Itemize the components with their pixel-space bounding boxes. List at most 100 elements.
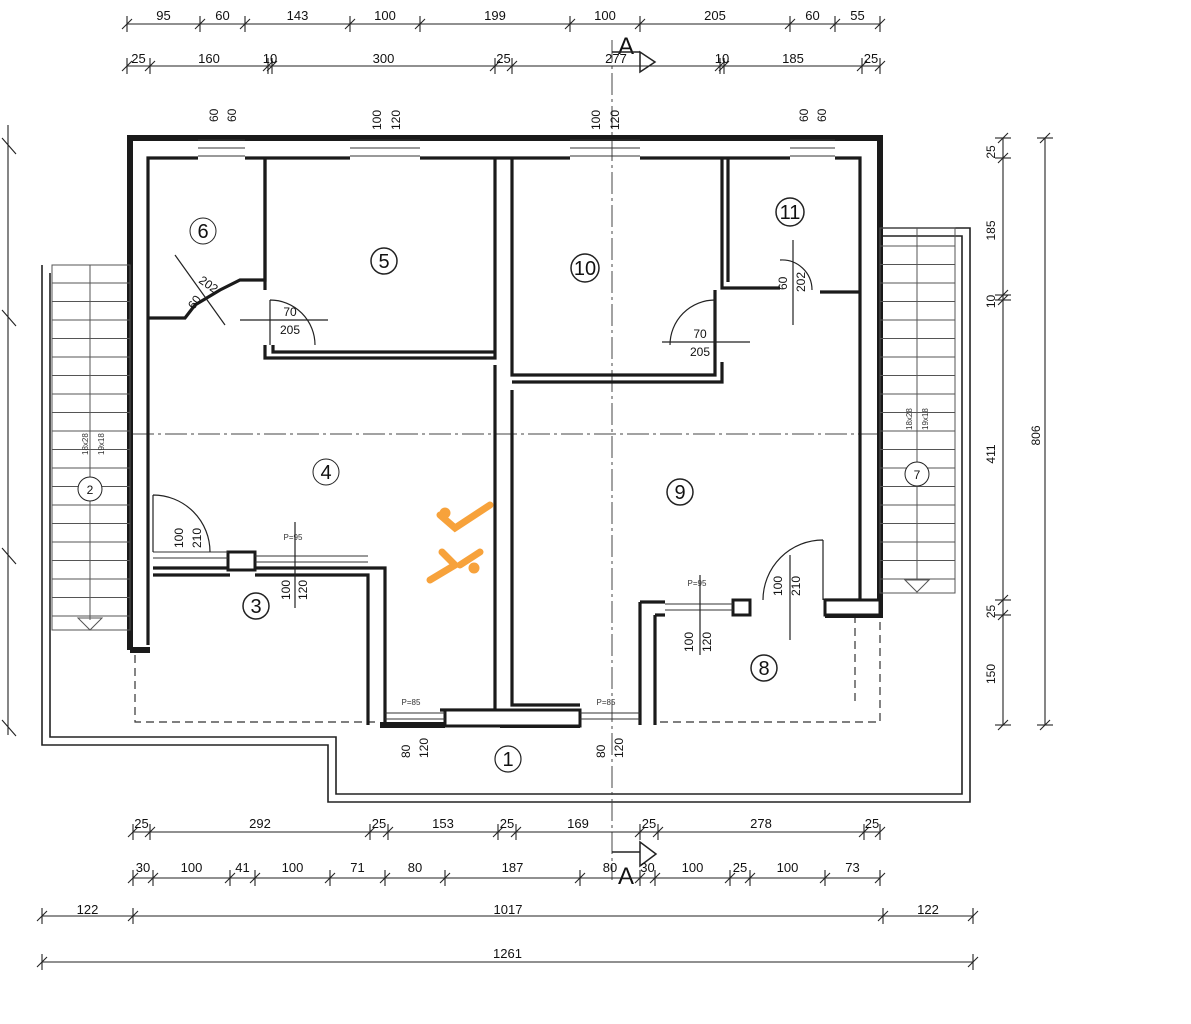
svg-text:120: 120 (700, 632, 714, 652)
dim-label: 80 (408, 860, 422, 875)
svg-text:P=85: P=85 (597, 698, 616, 707)
dim-label: 292 (249, 816, 271, 831)
dim-line (858, 826, 870, 838)
dim-line (877, 910, 889, 922)
svg-text:60: 60 (797, 108, 811, 122)
dim-label: 169 (567, 816, 589, 831)
door-swing-5 (269, 299, 316, 346)
dim-line (724, 872, 736, 884)
dim-label: 185 (984, 220, 998, 240)
dim-line (266, 60, 278, 72)
dim-line (967, 910, 979, 922)
dim-line (121, 18, 133, 30)
room-5: 5 (370, 247, 398, 275)
svg-text:80: 80 (594, 744, 608, 758)
svg-text:60: 60 (225, 108, 239, 122)
dim-line (874, 826, 886, 838)
dim-label: 25 (733, 860, 747, 875)
dim-label: 100 (181, 860, 203, 875)
interior-walls (146, 156, 862, 725)
dim-label: 41 (235, 860, 249, 875)
svg-text:5: 5 (378, 251, 389, 273)
svg-text:4: 4 (320, 462, 331, 484)
dim-line (874, 872, 886, 884)
balcony-dashed (134, 615, 881, 723)
door-swing-9 (762, 539, 824, 601)
dim-label: 10 (984, 295, 998, 309)
axis-lines (132, 40, 880, 880)
svg-text:120: 120 (389, 110, 403, 130)
dim-label: 25 (372, 816, 386, 831)
dim-line (194, 18, 206, 30)
dim-line (829, 18, 841, 30)
door-swing-4 (152, 494, 211, 553)
stair-right-spec-b: 19x18 (921, 408, 930, 430)
dim-line (249, 872, 261, 884)
dim-label: 30 (640, 860, 654, 875)
dim-line (127, 872, 139, 884)
dim-line (121, 60, 133, 72)
svg-text:A: A (618, 863, 634, 890)
svg-text:80: 80 (399, 744, 413, 758)
window-room-1a (385, 712, 445, 720)
door-swings (152, 240, 824, 655)
window-room-1b (580, 712, 640, 720)
svg-text:210: 210 (789, 576, 803, 596)
window-top-1 (198, 139, 245, 157)
svg-text:10: 10 (574, 258, 596, 280)
dim-label: 25 (131, 51, 145, 66)
dim-line (144, 60, 156, 72)
section-markers: A A (612, 33, 658, 890)
opening-labels: 60 60 100 120 100 120 60 60 60 202 70 20… (172, 108, 829, 758)
dim-label: 122 (917, 902, 939, 917)
room-10: 10 (570, 253, 600, 283)
dim-line (379, 872, 391, 884)
dim-label: 55 (850, 8, 864, 23)
dim-label: 25 (496, 51, 510, 66)
dim-label: 1261 (493, 946, 522, 961)
stair-left-spec-a: 18x28 (81, 433, 90, 455)
dim-line (364, 826, 376, 838)
dim-label: 160 (198, 51, 220, 66)
dim-label: 300 (373, 51, 395, 66)
stair-right-spec-a: 18x28 (905, 408, 914, 430)
room-9: 9 (666, 478, 694, 506)
dim-label: 185 (782, 51, 804, 66)
dim-line (997, 609, 1009, 621)
room-1: 1 (494, 745, 522, 773)
svg-text:70: 70 (283, 305, 297, 319)
dim-line (634, 18, 646, 30)
svg-text:P=85: P=85 (402, 698, 421, 707)
svg-text:210: 210 (190, 528, 204, 548)
dim-line (874, 18, 886, 30)
dim-line (506, 60, 518, 72)
svg-text:60: 60 (185, 292, 204, 311)
dim-label: 10 (263, 51, 277, 66)
dim-line (382, 826, 394, 838)
window-top-4 (790, 139, 835, 157)
dim-line (649, 872, 661, 884)
dim-line (997, 594, 1009, 606)
dim-line (1039, 719, 1051, 731)
dim-line (239, 18, 251, 30)
dim-line (36, 910, 48, 922)
dim-line (262, 60, 274, 72)
svg-text:205: 205 (690, 345, 710, 359)
stair-tag-7: 7 (904, 461, 930, 487)
dim-line (144, 826, 156, 838)
dim-label: 25 (642, 816, 656, 831)
dim-label: 25 (864, 51, 878, 66)
dim-label: 278 (750, 816, 772, 831)
dim-label: 100 (777, 860, 799, 875)
dim-label: 80 (603, 860, 617, 875)
dim-line (324, 872, 336, 884)
svg-text:60: 60 (815, 108, 829, 122)
wall-blocks (226, 550, 882, 728)
room-11: 11 (775, 197, 805, 227)
dim-line (36, 956, 48, 968)
dim-label: 60 (805, 8, 819, 23)
dim-label: 100 (682, 860, 704, 875)
svg-text:120: 120 (612, 738, 626, 758)
door-swing-11 (779, 240, 813, 325)
